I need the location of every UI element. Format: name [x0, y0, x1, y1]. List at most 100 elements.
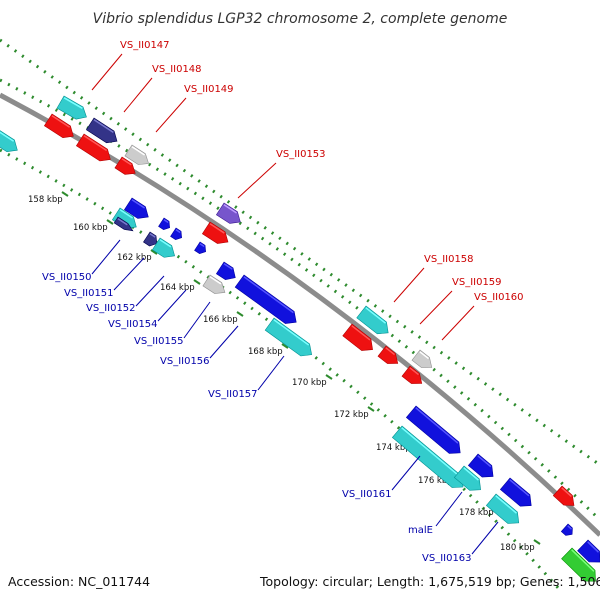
gene-arrow[interactable]: [85, 117, 120, 147]
gene-arrow[interactable]: [215, 202, 244, 228]
gene-label[interactable]: VS_II0147: [120, 40, 170, 51]
leader-line: [91, 239, 121, 275]
gene-arrow[interactable]: [124, 144, 152, 169]
tick-marks: 158 kbp 160 kbp 162 kbp 164 kbp 166 kbp 168 k…: [28, 191, 541, 553]
gene-label[interactable]: VS_II0159: [452, 277, 502, 288]
tick-mark: [533, 539, 541, 545]
gene-arrow[interactable]: [561, 547, 600, 587]
gene-arrow[interactable]: [453, 465, 485, 495]
gene-arrow[interactable]: [114, 156, 139, 179]
gene-arrow[interactable]: [485, 493, 523, 529]
gene-arrow[interactable]: [194, 241, 209, 256]
tick-label: 170 kbp: [292, 378, 327, 388]
gene-label[interactable]: VS_II0152: [86, 303, 136, 314]
gene-arrow[interactable]: [75, 133, 114, 165]
gene-arrow[interactable]: [577, 539, 600, 567]
reverse-grid-line: [0, 148, 562, 591]
gene-label[interactable]: VS_II0163: [422, 553, 472, 564]
gene-arrow[interactable]: [123, 197, 152, 223]
label-leader-lines: [91, 53, 499, 555]
accession-text: Accession: NC_011744: [8, 574, 150, 589]
gene-arrow[interactable]: [356, 305, 393, 339]
leader-line: [471, 521, 499, 555]
gene-arrow[interactable]: [377, 345, 402, 369]
leader-line: [91, 53, 123, 91]
gene-arrow[interactable]: [0, 127, 21, 156]
gene-label[interactable]: VS_II0160: [474, 292, 524, 303]
leader-line: [113, 257, 145, 291]
tick-mark: [236, 311, 244, 317]
gene-arrow[interactable]: [201, 221, 231, 248]
tick-label: 162 kbp: [117, 253, 152, 263]
gene-arrow[interactable]: [391, 425, 468, 493]
leader-line: [155, 97, 187, 133]
gene-arrow[interactable]: [202, 274, 229, 298]
gene-label[interactable]: VS_II0154: [108, 319, 158, 330]
leader-line: [419, 290, 453, 325]
gene-label[interactable]: VS_II0153: [276, 149, 326, 160]
gene-label[interactable]: malE: [408, 525, 433, 536]
leader-line: [393, 267, 425, 303]
tick-label: 166 kbp: [203, 315, 238, 325]
tick-label: 160 kbp: [73, 223, 108, 233]
gene-label[interactable]: VS_II0155: [134, 336, 184, 347]
tick-label: 176 kbp: [418, 476, 453, 486]
tick-mark: [367, 406, 375, 412]
gene-arrow[interactable]: [234, 274, 300, 328]
leader-line: [135, 275, 165, 307]
leader-line: [435, 491, 463, 527]
gene-arrow[interactable]: [56, 95, 90, 123]
leader-line: [391, 455, 421, 491]
gene-arrow[interactable]: [499, 477, 536, 511]
tick-label: 158 kbp: [28, 195, 63, 205]
leader-line: [123, 77, 153, 113]
tick-mark: [61, 191, 69, 197]
tick-mark: [281, 343, 289, 349]
gene-arrow[interactable]: [158, 217, 173, 232]
gene-arrow[interactable]: [467, 453, 498, 482]
gene-label[interactable]: VS_II0156: [160, 356, 210, 367]
leader-line: [257, 355, 285, 391]
gene-label[interactable]: VS_II0150: [42, 272, 92, 283]
map-title: Vibrio splendidus LGP32 chromosome 2, co…: [93, 11, 508, 27]
gene-arrow[interactable]: [215, 261, 239, 284]
leader-line: [209, 325, 239, 359]
gene-label[interactable]: VS_II0151: [64, 288, 114, 299]
gene-label[interactable]: VS_II0149: [184, 84, 234, 95]
gene-arrow[interactable]: [143, 231, 160, 249]
gene-label[interactable]: VS_II0158: [424, 254, 474, 265]
leader-line: [237, 162, 277, 199]
gene-arrow[interactable]: [43, 113, 77, 142]
gene-labels: VS_II0147VS_II0148VS_II0149VS_II0153VS_I…: [42, 40, 524, 564]
gene-arrow[interactable]: [560, 523, 575, 538]
leader-line: [441, 305, 475, 341]
tick-mark: [150, 249, 158, 255]
gene-arrow[interactable]: [342, 323, 377, 356]
gene-arrow[interactable]: [552, 485, 578, 510]
tick-label: 168 kbp: [248, 347, 283, 357]
tick-label: 164 kbp: [160, 283, 195, 293]
tick-mark: [193, 279, 201, 285]
gene-arrow[interactable]: [401, 365, 426, 389]
gene-arrow[interactable]: [151, 237, 178, 262]
chromosome-backbone: [0, 92, 600, 537]
gene-label[interactable]: VS_II0161: [342, 489, 392, 500]
gene-label[interactable]: VS_II0148: [152, 64, 202, 75]
tick-label: 180 kbp: [500, 543, 535, 553]
gene-arrow[interactable]: [405, 405, 465, 459]
gene-label[interactable]: VS_II0157: [208, 389, 258, 400]
tick-mark: [106, 219, 114, 225]
tick-label: 174 kbp: [376, 443, 411, 453]
gene-features: [0, 95, 600, 587]
outer-grid-line: [0, 38, 600, 467]
leader-line: [183, 301, 211, 339]
tick-label: 178 kbp: [459, 508, 494, 518]
gene-arrow[interactable]: [170, 227, 185, 242]
topology-summary-text: Topology: circular; Length: 1,675,519 bp…: [259, 574, 600, 589]
leader-line: [157, 289, 187, 322]
gene-arrow[interactable]: [411, 349, 436, 373]
tick-label: 172 kbp: [334, 410, 369, 420]
gene-arrow[interactable]: [264, 317, 316, 361]
gene-arrow[interactable]: [113, 216, 135, 234]
